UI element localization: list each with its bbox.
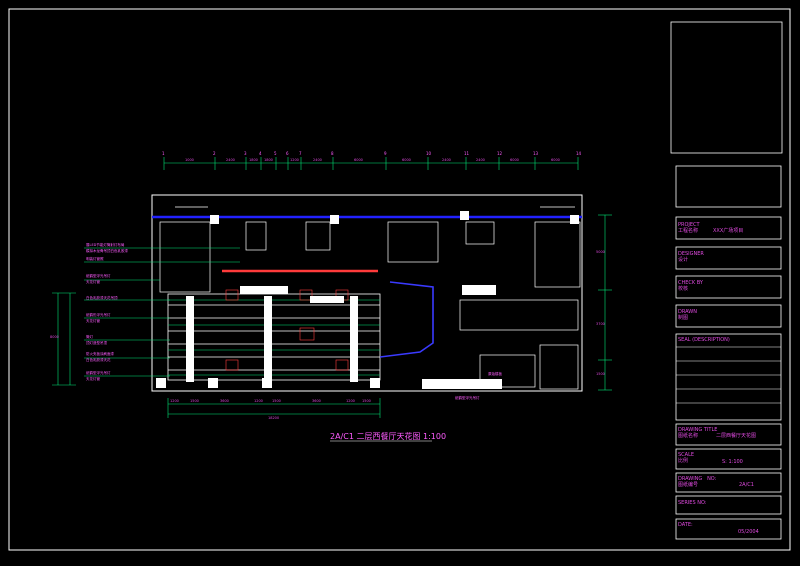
bottom-dim-7: 1200 [346, 399, 355, 403]
top-dim-11: 6000 [510, 158, 519, 162]
annotation-14: 天花灯管 [86, 377, 100, 381]
seal-label: SEAL (DESCRIPTION) [678, 337, 730, 343]
top-dim-10: 2400 [476, 158, 485, 162]
svg-text:9: 9 [384, 151, 387, 156]
annotation-13: 纸鹤型浮光吊灯 [86, 371, 111, 375]
annotation-9: 筒灯 [86, 335, 93, 339]
floor-plan [151, 194, 583, 392]
svg-text:10: 10 [426, 151, 432, 156]
bottom-dim-2: 1500 [190, 399, 199, 403]
annotation-3: 明装灯管照 [86, 257, 104, 261]
annotation-7: 纸鹤形浮光吊灯 [86, 313, 111, 317]
annotation-12: 白色乳胶漆天花 [86, 358, 111, 362]
svg-text:3: 3 [244, 151, 247, 156]
top-dimension-chain [163, 157, 579, 170]
annotation-1: 展LED节能灯筒射灯布局 [86, 243, 125, 247]
series-label: SERIES NO: [678, 500, 707, 506]
top-dim-1: 1000 [185, 158, 194, 162]
left-dim-total: 8000 [50, 335, 59, 339]
right-dim-1: 5000 [596, 250, 605, 254]
drawing-title-value: 二层西餐厅天花图 [716, 433, 757, 439]
drawing-title: 2A/C1 二层西餐厅天花图 1:100 [330, 432, 447, 441]
annotation-bottom: 纸鹤型浮光吊灯 [455, 396, 480, 400]
bottom-dim-total: 18200 [268, 416, 280, 420]
svg-text:5: 5 [274, 151, 277, 156]
bottom-dim-6: 3600 [312, 399, 321, 403]
annotation-11: 防火夹板涂刷面漆 [86, 352, 114, 356]
top-dim-6: 2400 [313, 158, 322, 162]
top-dim-8: 6000 [402, 158, 411, 162]
annotation-10: 顶灯造型吊顶 [86, 341, 107, 345]
annotation-8: 天花灯管 [86, 319, 100, 323]
svg-text:7: 7 [299, 151, 302, 156]
top-dim-12: 6000 [551, 158, 560, 162]
check-label: CHECK BY 校核 [678, 280, 703, 292]
scale-label: SCALE 比例 [678, 452, 695, 464]
bottom-dim-1: 1200 [170, 399, 179, 403]
project-label: PROJECT 工程名称 [678, 222, 700, 234]
bottom-dim-4: 1200 [254, 399, 263, 403]
top-dim-7: 6000 [354, 158, 363, 162]
bottom-dim-8: 1500 [362, 399, 371, 403]
top-dim-4: 1800 [264, 158, 273, 162]
svg-text:1: 1 [162, 151, 165, 156]
seal-lines [676, 346, 781, 404]
svg-text:4: 4 [259, 151, 262, 156]
drawn-label: DRAWN 制图 [678, 309, 697, 321]
right-dim-2: 3700 [596, 322, 605, 326]
drawing-title-label: DRAWING TITLE 图纸名称 [678, 427, 718, 439]
right-dim-3: 1500 [596, 372, 605, 376]
bottom-dimension-chain [167, 398, 381, 418]
top-dim-2: 2400 [226, 158, 235, 162]
left-dimension-chain [52, 292, 76, 386]
right-dimension-chain [598, 214, 612, 391]
sheet-border [8, 8, 791, 551]
svg-text:11: 11 [464, 151, 470, 156]
top-dim-9: 2400 [442, 158, 451, 162]
date-value: 05/2004 [738, 529, 759, 535]
bottom-dim-5: 1500 [272, 399, 281, 403]
scale-value: S: 1:100 [722, 459, 743, 465]
title-block-frame [670, 21, 783, 540]
annotation-5: 天花灯管 [86, 280, 100, 284]
top-dim-5: 1200 [290, 158, 299, 162]
drawing-no-value: 2A/C1 [739, 482, 754, 488]
designer-label: DESIGNER 设计 [678, 251, 704, 263]
bottom-dim-3: 3600 [220, 399, 229, 403]
annotation-2: 模拟木龙骨吊顶白色乳胶漆 [86, 249, 128, 253]
svg-text:2: 2 [213, 151, 216, 156]
date-label: DATE: [678, 522, 693, 528]
svg-text:14: 14 [576, 151, 582, 156]
svg-text:8: 8 [331, 151, 334, 156]
annotation-leaders [84, 247, 240, 377]
annotation-4: 纸鹤型浮光吊灯 [86, 274, 111, 278]
project-value: XXX广场项目 [713, 228, 744, 234]
top-dim-3: 1800 [249, 158, 258, 162]
svg-text:12: 12 [497, 151, 503, 156]
svg-text:6: 6 [286, 151, 289, 156]
drawing-no-label: DRAWING NO: 图纸编号 [678, 476, 717, 488]
svg-text:13: 13 [533, 151, 539, 156]
annotation-6: 白色乳胶漆天花吊顶 [86, 296, 118, 300]
annotation-right: 原始楼板 [488, 372, 502, 376]
